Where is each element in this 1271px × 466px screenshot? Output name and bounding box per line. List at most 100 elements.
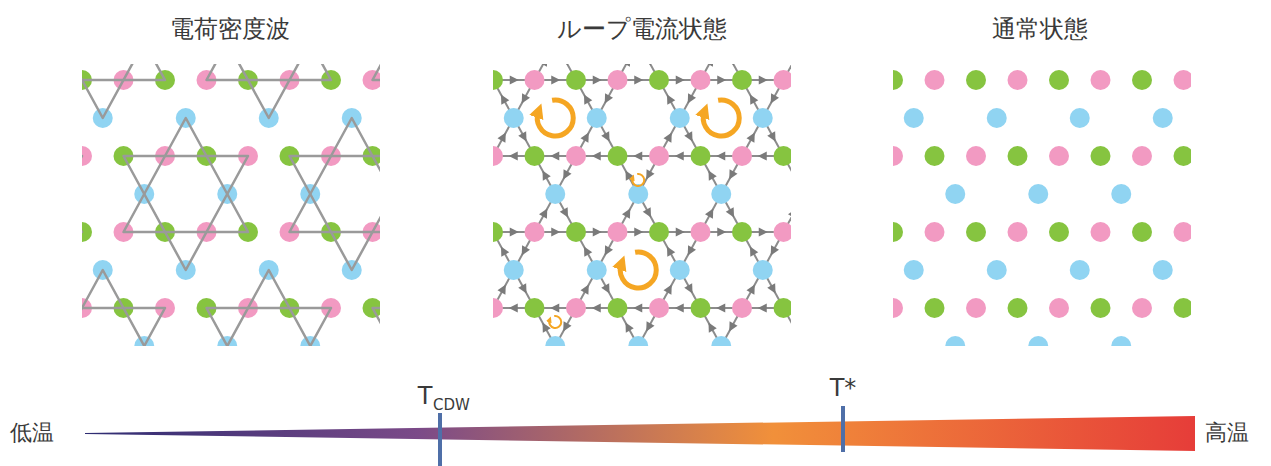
- atom-dot: [1028, 336, 1048, 346]
- atom-dot: [1174, 146, 1192, 166]
- panel-title: ループ電流状態: [557, 17, 727, 41]
- atom-dot: [649, 298, 669, 318]
- bond-arrowhead: [581, 282, 593, 294]
- bond-arrowhead: [705, 320, 717, 332]
- temperature-bar: [85, 416, 1195, 451]
- bond-arrowhead: [560, 64, 572, 68]
- bond-arrowhead: [622, 206, 634, 218]
- atom-dot: [732, 146, 752, 166]
- bond-arrowhead: [518, 245, 530, 257]
- atom-dot: [753, 108, 773, 128]
- bond-arrowhead: [676, 76, 685, 85]
- atom-dot: [1132, 70, 1152, 90]
- bond-arrowhead: [705, 168, 717, 180]
- atom-dot: [711, 336, 731, 346]
- atom-dot: [587, 108, 607, 128]
- atom-dot: [628, 336, 648, 346]
- temperature-symbol: T*: [830, 376, 857, 400]
- bond-arrowhead: [705, 206, 717, 218]
- atom-dot: [1070, 108, 1090, 128]
- atom-dot: [587, 260, 607, 280]
- bond-arrowhead: [559, 169, 571, 181]
- cdw-star-triangle: [82, 308, 165, 346]
- atom-dot: [691, 298, 711, 318]
- bond-arrowhead: [580, 92, 592, 104]
- atom-dot: [925, 146, 945, 166]
- atom-dot: [945, 184, 965, 204]
- bond-arrowhead: [518, 283, 530, 295]
- atom-dot: [525, 298, 545, 318]
- lattice-panel: [493, 64, 791, 346]
- loop-current-arrow: [703, 100, 739, 136]
- atom-dot: [691, 70, 711, 90]
- bond-arrowhead: [622, 64, 634, 67]
- bond-arrowhead: [717, 228, 726, 237]
- atom-dot: [566, 298, 586, 318]
- atom-dot: [608, 146, 628, 166]
- atom-dot: [504, 260, 524, 280]
- atom-dot: [608, 298, 628, 318]
- bond-arrowhead: [592, 304, 601, 313]
- atom-dot: [504, 108, 524, 128]
- atom-dot: [774, 70, 792, 90]
- bond-arrow-group: [493, 64, 791, 346]
- bond-arrowhead: [539, 168, 551, 180]
- loop-current-group: [493, 100, 739, 328]
- loop-current-arrow: [549, 316, 561, 328]
- atom-dot: [670, 260, 690, 280]
- atom-dot: [493, 222, 503, 242]
- atom-group: [493, 64, 791, 346]
- bond-arrowhead: [539, 206, 551, 218]
- bond-arrowhead: [716, 152, 725, 161]
- atom-dot: [893, 146, 903, 166]
- cdw-star-triangle: [207, 308, 332, 346]
- atom-dot: [1091, 146, 1111, 166]
- atom-dot: [732, 222, 752, 242]
- bond-arrowhead: [497, 92, 509, 104]
- bond-arrowhead: [717, 76, 726, 85]
- atom-dot: [1153, 108, 1173, 128]
- atom-group: [82, 64, 380, 346]
- atom-dot: [987, 108, 1007, 128]
- cdw-star-triangle: [373, 64, 381, 80]
- atom-dot: [691, 222, 711, 242]
- atom-dot: [566, 146, 586, 166]
- bond-arrowhead: [580, 244, 592, 256]
- temperature-end-label: 高温: [1205, 422, 1249, 444]
- cdw-star-triangle: [373, 64, 381, 118]
- bond-arrowhead: [663, 92, 675, 104]
- bond-arrowhead: [705, 64, 717, 67]
- atom-dot: [1091, 70, 1111, 90]
- atom-dot: [987, 260, 1007, 280]
- bond-arrowhead: [634, 76, 643, 85]
- atom-dot: [608, 70, 628, 90]
- atom-dot: [608, 222, 628, 242]
- cdw-bond-group: [82, 64, 380, 346]
- atom-dot: [1132, 146, 1152, 166]
- atom-dot: [493, 146, 503, 166]
- atom-dot: [525, 146, 545, 166]
- atom-dot: [1091, 222, 1111, 242]
- bond-arrowhead: [581, 130, 593, 142]
- atom-dot: [525, 70, 545, 90]
- atom-dot: [774, 298, 792, 318]
- atom-dot: [1049, 298, 1069, 318]
- bond-arrowhead: [788, 320, 791, 332]
- atom-dot: [1008, 70, 1028, 90]
- cdw-star-triangle: [124, 156, 249, 270]
- bond-arrowhead: [593, 228, 602, 237]
- bond-arrowhead: [747, 282, 759, 294]
- bond-arrowhead: [518, 131, 530, 143]
- bond-arrowhead: [509, 304, 518, 313]
- lattice-panel: [893, 64, 1191, 346]
- atom-dot: [1028, 184, 1048, 204]
- bond-arrowhead: [684, 93, 696, 105]
- bond-arrowhead: [643, 64, 655, 68]
- bond-arrowhead: [759, 228, 768, 237]
- bond-arrowhead: [550, 304, 559, 313]
- bond-arrowhead: [550, 152, 559, 161]
- atom-dot: [1091, 298, 1111, 318]
- bond-arrowhead: [643, 207, 655, 219]
- bond-group: [493, 64, 791, 346]
